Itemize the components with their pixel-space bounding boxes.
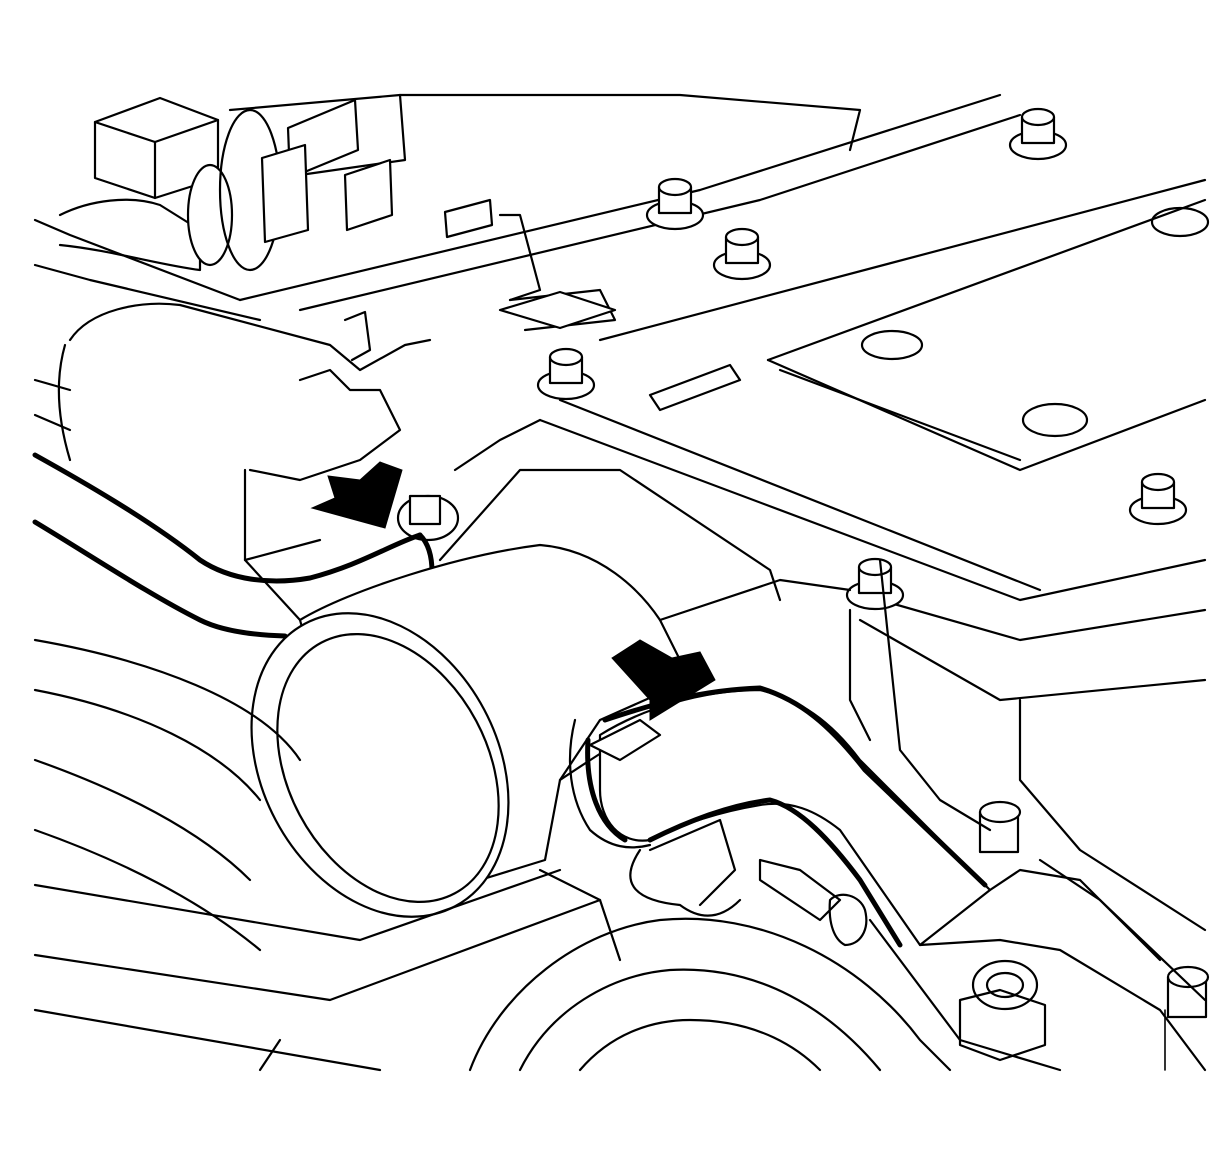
throttle-housing (33, 302, 432, 622)
bolt-icon (1166, 965, 1210, 1019)
bolt-icon (978, 800, 1022, 854)
engine-block (33, 558, 1207, 1072)
bolt-icon (845, 557, 905, 611)
lower-hose (568, 685, 992, 948)
bolts (396, 107, 1210, 1019)
valve-cover (538, 178, 1210, 702)
bolt-icon (645, 177, 705, 231)
pointer-arrow-icon (310, 461, 403, 529)
bolt-icon (1128, 472, 1188, 526)
lower-hose-arrow (611, 639, 716, 721)
air-inlet-tube (250, 418, 852, 918)
intake-rail (33, 93, 1022, 332)
pointer-arrow-icon (611, 639, 716, 721)
upper-hose-arrow (310, 461, 403, 529)
bolt-icon (396, 494, 460, 542)
bolt-icon (1008, 107, 1068, 161)
electrical-connector (58, 93, 494, 272)
bolt-icon (536, 347, 596, 401)
bolt-icon (971, 959, 1039, 1011)
bolt-icon (712, 227, 772, 281)
